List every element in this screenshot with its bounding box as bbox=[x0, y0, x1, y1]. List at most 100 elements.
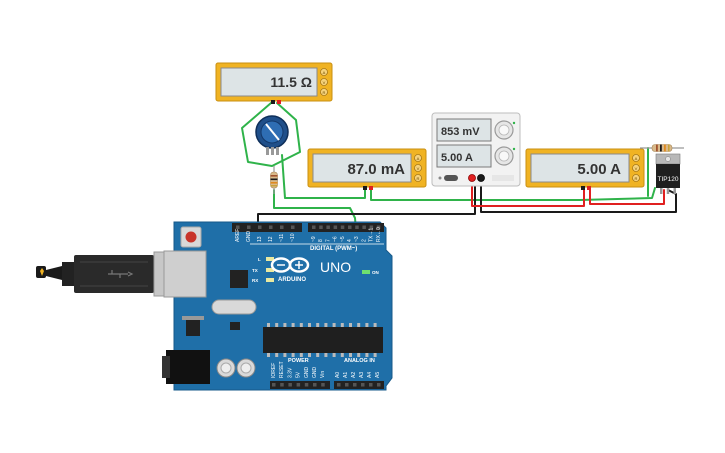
mode-v-label: V bbox=[417, 166, 420, 171]
mode-selector[interactable]: A V R bbox=[632, 154, 640, 182]
digital-pin-label: RX←0 bbox=[376, 227, 382, 242]
mode-selector[interactable]: A V R bbox=[414, 154, 422, 182]
probe-red[interactable] bbox=[587, 186, 591, 190]
digital-pin-9[interactable] bbox=[333, 225, 338, 230]
wire-green-pot-loop[interactable] bbox=[241, 102, 301, 167]
digital-pin-6[interactable] bbox=[312, 225, 316, 230]
transistor-tip120[interactable]: TIP120 bbox=[640, 144, 684, 195]
analog-pin-label: A1 bbox=[343, 372, 349, 378]
digital-pin-label: ~5 bbox=[340, 236, 346, 242]
power-pin-0[interactable] bbox=[272, 383, 276, 387]
current-knob[interactable] bbox=[494, 146, 514, 166]
digital-pin-1[interactable] bbox=[247, 225, 251, 230]
digital-pin-15[interactable] bbox=[376, 225, 381, 230]
board-brand: ARDUINO bbox=[278, 277, 306, 283]
digital-pin-10[interactable] bbox=[340, 225, 345, 230]
digital-header-label: DIGITAL (PWM~) bbox=[310, 246, 357, 252]
mode-r-label: R bbox=[323, 90, 326, 95]
power-switch[interactable] bbox=[444, 175, 458, 181]
analog-pin-1[interactable] bbox=[345, 383, 349, 387]
digital-pin-label: 13 bbox=[257, 236, 263, 242]
digital-pin-5[interactable] bbox=[291, 225, 295, 230]
led-rx-label: RX bbox=[252, 278, 258, 283]
power-supply[interactable]: 853 mV 5.00 A bbox=[431, 112, 521, 187]
multimeter-ohm[interactable]: 11.5 Ω A V R bbox=[215, 62, 333, 104]
transistor-label: TIP120 bbox=[658, 176, 679, 183]
digital-pin-13[interactable] bbox=[362, 225, 366, 230]
digital-pin-12[interactable] bbox=[355, 225, 359, 230]
terminal-red[interactable] bbox=[468, 174, 476, 182]
power-pin-2[interactable] bbox=[288, 383, 292, 387]
wire-green-meter-to-transistor[interactable] bbox=[370, 187, 656, 201]
probe-black[interactable] bbox=[271, 100, 275, 104]
analog-pin-3[interactable] bbox=[361, 383, 365, 387]
digital-pin-14[interactable] bbox=[369, 225, 374, 230]
wire-red-supply[interactable] bbox=[471, 177, 585, 207]
mode-v-label: V bbox=[323, 80, 326, 85]
voltage-knob[interactable] bbox=[494, 120, 514, 140]
mode-selector[interactable]: A V R bbox=[320, 68, 328, 96]
power-pin-1[interactable] bbox=[280, 383, 284, 387]
probe-black[interactable] bbox=[363, 186, 367, 190]
reset-button[interactable] bbox=[180, 226, 202, 248]
multimeter-current-a[interactable]: 87.0 mA A V R bbox=[307, 148, 427, 190]
digital-pin-8[interactable] bbox=[326, 225, 330, 230]
analog-header[interactable] bbox=[334, 381, 384, 389]
digital-header[interactable] bbox=[232, 223, 384, 232]
bottom-pin-holes bbox=[272, 383, 381, 387]
power-pin-label: IOREF bbox=[271, 363, 277, 378]
digital-pin-label: ~6 bbox=[333, 236, 339, 242]
power-pin-label: Vin bbox=[320, 371, 326, 378]
digital-pin-label: ~10 bbox=[290, 233, 296, 242]
power-pin-5[interactable] bbox=[313, 383, 317, 387]
power-pin-3[interactable] bbox=[296, 383, 301, 387]
power-pin-6[interactable] bbox=[321, 383, 325, 387]
analog-pin-5[interactable] bbox=[377, 383, 381, 387]
analog-pin-label: A0 bbox=[335, 372, 341, 378]
wire-black-gnd-b[interactable] bbox=[480, 177, 677, 213]
analog-pin-2[interactable] bbox=[353, 383, 357, 387]
ohm-reading: 11.5 Ω bbox=[270, 74, 312, 90]
wire-red-meter-b[interactable] bbox=[589, 189, 665, 205]
led-tx-label: TX bbox=[252, 268, 258, 273]
mode-a-label: A bbox=[635, 156, 638, 161]
multimeter-current-b[interactable]: 5.00 A A V R bbox=[525, 148, 645, 190]
potentiometer[interactable] bbox=[255, 115, 289, 155]
power-pin-label: GND bbox=[312, 367, 318, 379]
probe-red[interactable] bbox=[369, 186, 373, 190]
wire-black-gnd[interactable] bbox=[257, 185, 476, 229]
analog-pin-4[interactable] bbox=[369, 383, 373, 387]
usb-icon bbox=[108, 270, 134, 278]
probe-black[interactable] bbox=[581, 186, 585, 190]
digital-pin-2[interactable] bbox=[258, 225, 262, 230]
power-pin-label: 3.3V bbox=[287, 367, 293, 378]
analog-header-label: ANALOG IN bbox=[344, 358, 375, 364]
probe-red[interactable] bbox=[277, 100, 281, 104]
terminal-black[interactable] bbox=[477, 174, 485, 182]
digital-pin-label: TX→1 bbox=[369, 228, 375, 242]
chip-legs bbox=[267, 323, 377, 357]
mode-a-label: A bbox=[417, 156, 420, 161]
resistor-1[interactable] bbox=[270, 166, 278, 194]
power-header-label: POWER bbox=[288, 358, 309, 364]
analog-pin-0[interactable] bbox=[337, 383, 341, 387]
wire-green-pot-to-meter[interactable] bbox=[281, 154, 366, 199]
power-jack[interactable] bbox=[162, 350, 210, 384]
digital-pin-7[interactable] bbox=[319, 225, 323, 230]
digital-pin-4[interactable] bbox=[280, 225, 284, 230]
digital-pin-3[interactable] bbox=[269, 225, 273, 230]
digital-pin-11[interactable] bbox=[348, 225, 352, 230]
analog-pin-label: A4 bbox=[367, 372, 373, 378]
power-pin-4[interactable] bbox=[304, 383, 309, 387]
supply-voltage-display: 853 mV bbox=[441, 126, 480, 138]
digital-pin-label: 2 bbox=[361, 239, 367, 242]
wires bbox=[241, 102, 677, 231]
supply-current-display: 5.00 A bbox=[441, 152, 473, 164]
digital-pin-label: ~3 bbox=[354, 236, 360, 242]
digital-pin-label: 4 bbox=[347, 239, 353, 242]
power-pin-label: 5V bbox=[296, 371, 302, 378]
digital-pin-0[interactable] bbox=[236, 225, 240, 230]
